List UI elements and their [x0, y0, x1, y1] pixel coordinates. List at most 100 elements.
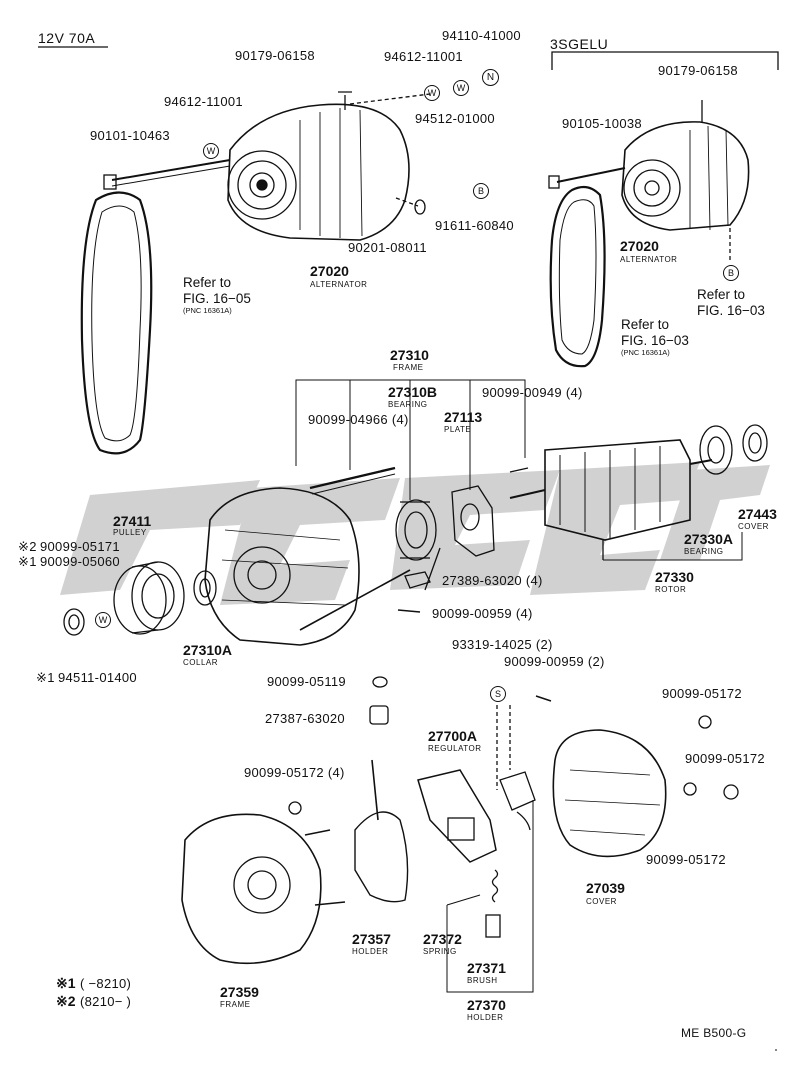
front-frame-drawing — [204, 466, 411, 646]
part-spring: SPRING — [423, 947, 457, 956]
callout-w-icon-4: W — [95, 612, 111, 628]
bushing-27387-drawing — [369, 705, 389, 725]
part-90099-05172-d: 90099-05172 — [646, 852, 726, 867]
part-94612-11001-b: 94612-11001 — [384, 49, 463, 64]
part-27020-b: 27020 — [620, 238, 659, 254]
refer-a-line3: (PNC 16361A) — [183, 306, 232, 315]
part-90099-05172-b: 90099-05172 (4) — [244, 765, 345, 780]
part-90099-05060: 90099-05060 — [40, 554, 120, 569]
part-27359: 27359 — [220, 984, 259, 1000]
part-plate: PLATE — [444, 425, 472, 434]
part-27020-a: 27020 — [310, 263, 349, 279]
callout-w-icon-3: W — [203, 143, 219, 159]
part-27387-63020: 27387-63020 — [265, 711, 345, 726]
part-90099-00959-a: 90099-00959 (4) — [432, 606, 533, 621]
part-frame-b: FRAME — [220, 1000, 251, 1009]
part-27411: 27411 — [113, 513, 152, 529]
part-90099-00949: 90099-00949 (4) — [482, 385, 583, 400]
part-94512-01000: 94512-01000 — [415, 111, 495, 126]
rotor-27330-drawing — [509, 439, 743, 561]
part-90101-10463: 90101-10463 — [90, 128, 170, 143]
part-alternator-b: ALTERNATOR — [620, 255, 678, 264]
part-27700a: 27700A — [428, 728, 478, 744]
brush-27371-drawing — [485, 914, 501, 938]
callout-n-icon: N — [482, 69, 499, 86]
part-27357: 27357 — [352, 931, 391, 947]
nut-90099-05119-drawing — [372, 676, 388, 688]
mark-x2: ※2 — [18, 539, 37, 554]
part-holder-a: HOLDER — [352, 947, 389, 956]
part-90099-05119: 90099-05119 — [267, 674, 346, 689]
bearing-27330a-drawing — [699, 425, 733, 475]
nut-drawing — [63, 608, 85, 636]
callout-w-icon-2: W — [453, 80, 469, 96]
nut-left-drawing — [288, 801, 302, 815]
part-94612-11001-a: 94612-11001 — [164, 94, 243, 109]
header-engine: 3SGELU — [550, 36, 609, 52]
part-collar: COLLAR — [183, 658, 219, 667]
refer-a-line2: FIG. 16−05 — [183, 291, 251, 306]
part-90105-10038: 90105-10038 — [562, 116, 642, 131]
part-27310: 27310 — [390, 347, 429, 363]
alternator-a-drawing — [103, 91, 431, 241]
refer-c-line2: FIG. 16−03 — [621, 333, 689, 348]
part-27372: 27372 — [423, 931, 462, 947]
rear-cover-27039-drawing — [552, 729, 667, 858]
regulator-27700a-drawing — [417, 769, 536, 863]
figure-code: ME B500-G — [681, 1026, 747, 1040]
rear-frame-27359-drawing — [181, 813, 346, 965]
part-27370: 27370 — [467, 997, 506, 1013]
part-cover-b: COVER — [586, 897, 617, 906]
part-90099-04966: 90099-04966 (4) — [308, 412, 409, 427]
insulator-27389-drawing — [404, 571, 431, 589]
part-frame-a: FRAME — [393, 363, 424, 372]
callout-s-icon: S — [490, 686, 506, 702]
header-right-bracket — [551, 51, 779, 70]
part-94511-01400: 94511-01400 — [58, 670, 137, 685]
callout-w-icon-1: W — [424, 85, 440, 101]
cover-27443-drawing — [742, 424, 768, 462]
part-alternator-a: ALTERNATOR — [310, 280, 368, 289]
note-2-range: (8210− ) — [80, 994, 132, 1009]
part-27113: 27113 — [444, 409, 483, 425]
callout-b-icon-1: B — [473, 183, 489, 199]
part-27389-63020: 27389-63020 (4) — [442, 573, 543, 588]
part-pulley: PULLEY — [113, 528, 147, 537]
part-91611-60840: 91611-60840 — [435, 218, 514, 233]
part-90099-00959-b: 90099-00959 (2) — [504, 654, 605, 669]
part-holder-b: HOLDER — [467, 1013, 504, 1022]
holder-27357-drawing — [354, 759, 409, 903]
part-90099-05172-a: 90099-05172 — [662, 686, 742, 701]
pulley-27411-drawing — [113, 561, 185, 635]
part-27371: 27371 — [467, 960, 506, 976]
nut-right-c-drawing — [723, 784, 739, 800]
part-rotor: ROTOR — [655, 585, 687, 594]
part-27039: 27039 — [586, 880, 625, 896]
note-2-mark: ※2 — [56, 993, 76, 1009]
belt-b — [549, 185, 606, 368]
collar-27310a-drawing — [193, 570, 217, 606]
refer-a-line1: Refer to — [183, 275, 232, 290]
mark-x1-b: ※1 — [36, 670, 55, 685]
part-90179-06158-b: 90179-06158 — [658, 63, 738, 78]
part-90179-06158-a: 90179-06158 — [235, 48, 315, 63]
refer-b-line1: Refer to — [697, 287, 746, 302]
part-regulator: REGULATOR — [428, 744, 482, 753]
nut-right-a-drawing — [698, 715, 712, 729]
part-cover-a: COVER — [738, 522, 769, 531]
nut-right-b-drawing — [683, 782, 697, 796]
part-27310a: 27310A — [183, 642, 233, 658]
part-94110-41000: 94110-41000 — [442, 28, 521, 43]
note-1-mark: ※1 — [56, 975, 76, 991]
refer-c-line3: (PNC 16361A) — [621, 348, 670, 357]
alternator-b-drawing — [548, 100, 750, 262]
callout-b-icon-2: B — [723, 265, 739, 281]
part-bearing-b: BEARING — [684, 547, 724, 556]
refer-c-line1: Refer to — [621, 317, 670, 332]
part-27443: 27443 — [738, 506, 777, 522]
part-27330: 27330 — [655, 569, 694, 585]
part-bearing-a: BEARING — [388, 400, 428, 409]
